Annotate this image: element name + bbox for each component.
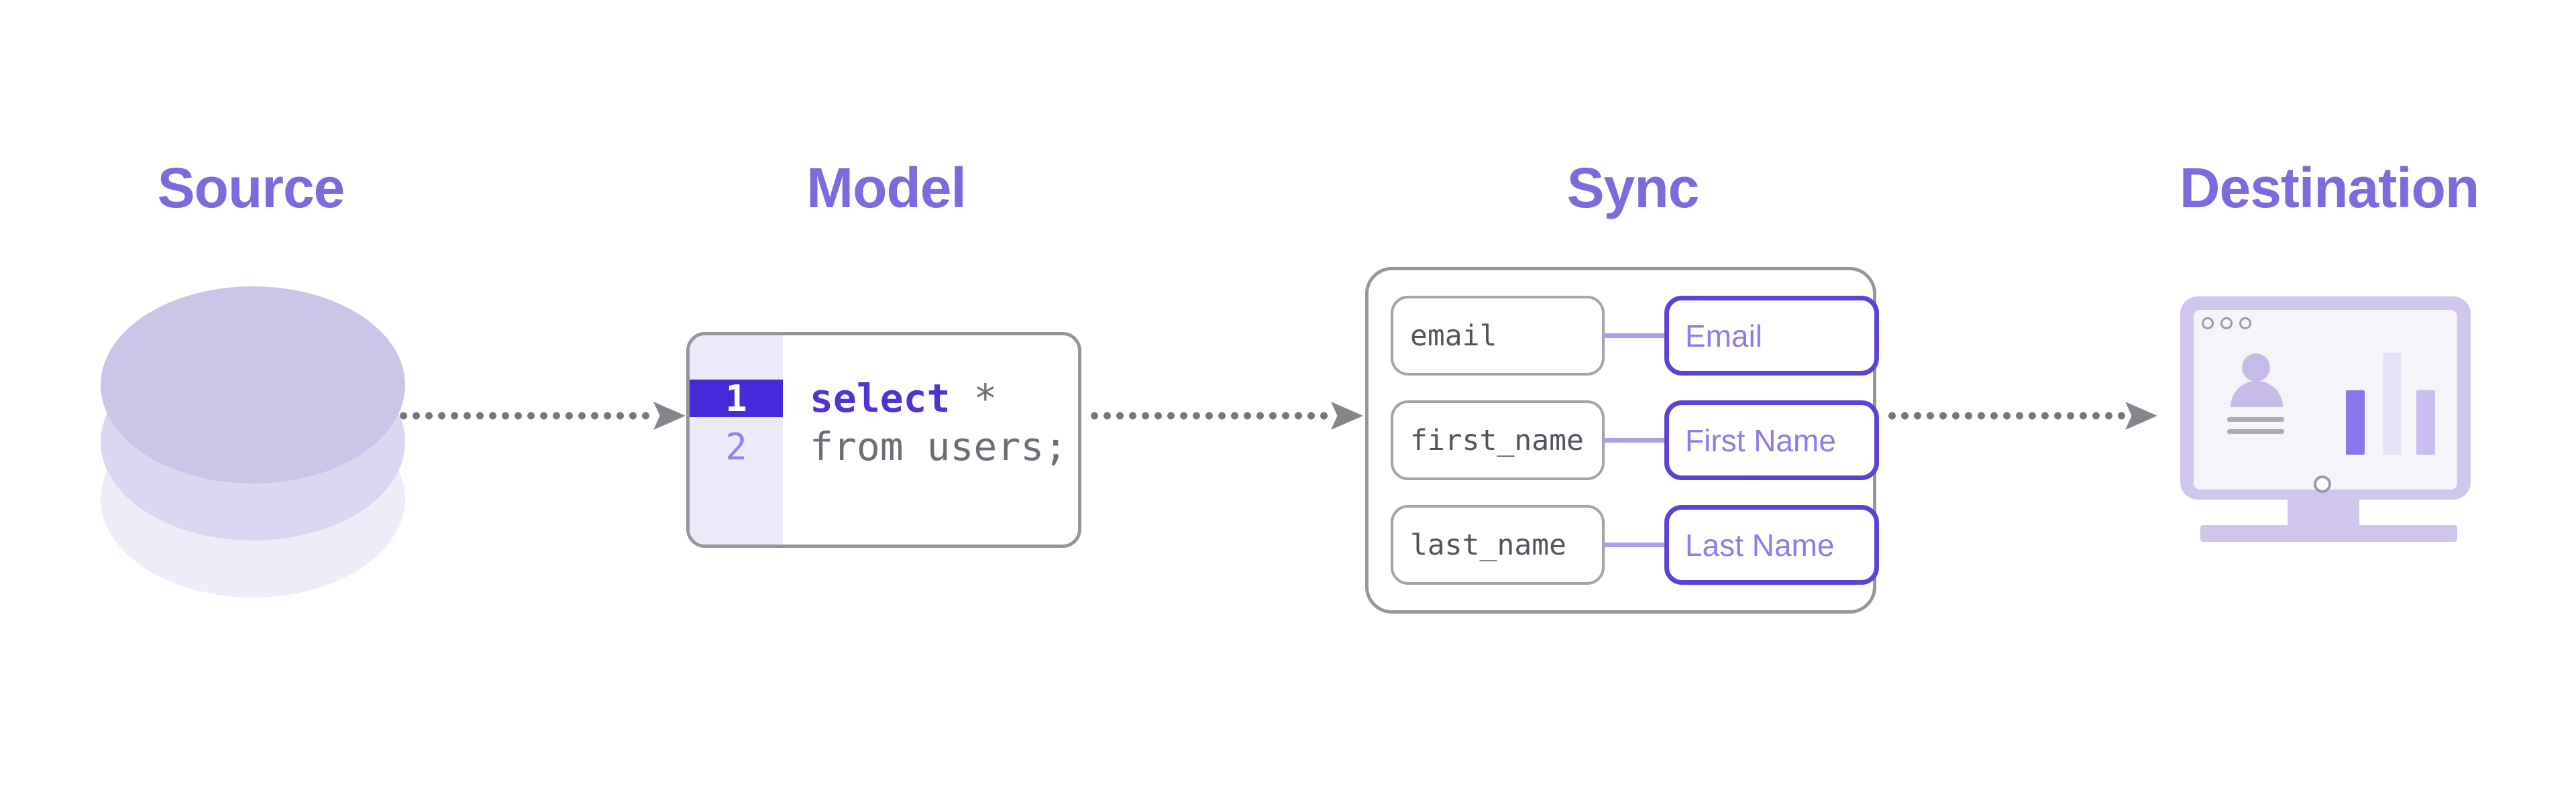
source-field-email: email xyxy=(1391,296,1605,376)
sync-mapping-panel: email Email first_name First Name last_n… xyxy=(1365,267,1879,614)
database-layer-top xyxy=(101,286,405,484)
monitor-screen xyxy=(2194,310,2457,490)
model-heading: Model xyxy=(806,156,967,219)
window-control-dot-icon xyxy=(2202,317,2214,329)
source-field-first-name: first_name xyxy=(1391,400,1605,480)
mapping-row-first-name: first_name First Name xyxy=(1391,400,1879,480)
window-control-dot-icon xyxy=(2220,317,2233,329)
mapping-row-last-name: last_name Last Name xyxy=(1391,505,1879,585)
source-field-last-name: last_name xyxy=(1391,505,1605,585)
flow-arrow-sync-to-destination xyxy=(1888,412,2125,420)
bar-chart-icon-bar3 xyxy=(2416,390,2435,455)
window-control-dot-icon xyxy=(2239,317,2251,329)
line-number-gutter xyxy=(690,335,783,545)
line-number-1: 1 xyxy=(725,377,747,420)
monitor-power-button-icon xyxy=(2314,475,2331,493)
user-avatar-shoulders xyxy=(2231,381,2283,407)
model-code-editor: 1 2 select * from users; xyxy=(686,332,1081,548)
flow-arrow-model-to-sync xyxy=(1091,412,1328,420)
destination-field-last-name: Last Name xyxy=(1664,505,1879,585)
text-placeholder-line xyxy=(2227,417,2284,422)
bar-chart-icon-bar2 xyxy=(2383,353,2402,455)
database-icon xyxy=(101,286,405,598)
destination-heading: Destination xyxy=(2179,156,2479,219)
flow-arrow-source-to-model xyxy=(400,412,649,420)
code-line-2: from users; xyxy=(810,424,1068,469)
arrowhead-icon xyxy=(653,402,686,430)
text-placeholder-line xyxy=(2227,429,2284,434)
arrowhead-icon xyxy=(2125,402,2157,430)
monitor-stand xyxy=(2288,500,2359,525)
destination-field-email: Email xyxy=(1664,296,1879,376)
active-line-highlight xyxy=(690,380,783,417)
user-avatar-icon xyxy=(2242,353,2270,382)
destination-field-first-name: First Name xyxy=(1664,400,1879,480)
monitor-icon xyxy=(2180,296,2471,542)
arrowhead-icon xyxy=(1331,402,1363,430)
monitor-base xyxy=(2200,525,2457,542)
sql-keyword: select xyxy=(810,376,951,421)
code-line-1: select * xyxy=(810,376,997,421)
mapping-connector xyxy=(1603,438,1664,443)
sql-line1-rest: * xyxy=(950,376,998,421)
source-heading: Source xyxy=(157,156,345,219)
mapping-connector xyxy=(1603,333,1664,338)
mapping-row-email: email Email xyxy=(1391,296,1879,376)
sync-heading: Sync xyxy=(1566,156,1700,219)
bar-chart-icon-bar1 xyxy=(2346,390,2365,455)
mapping-connector xyxy=(1603,543,1664,547)
line-number-2: 2 xyxy=(725,425,747,468)
